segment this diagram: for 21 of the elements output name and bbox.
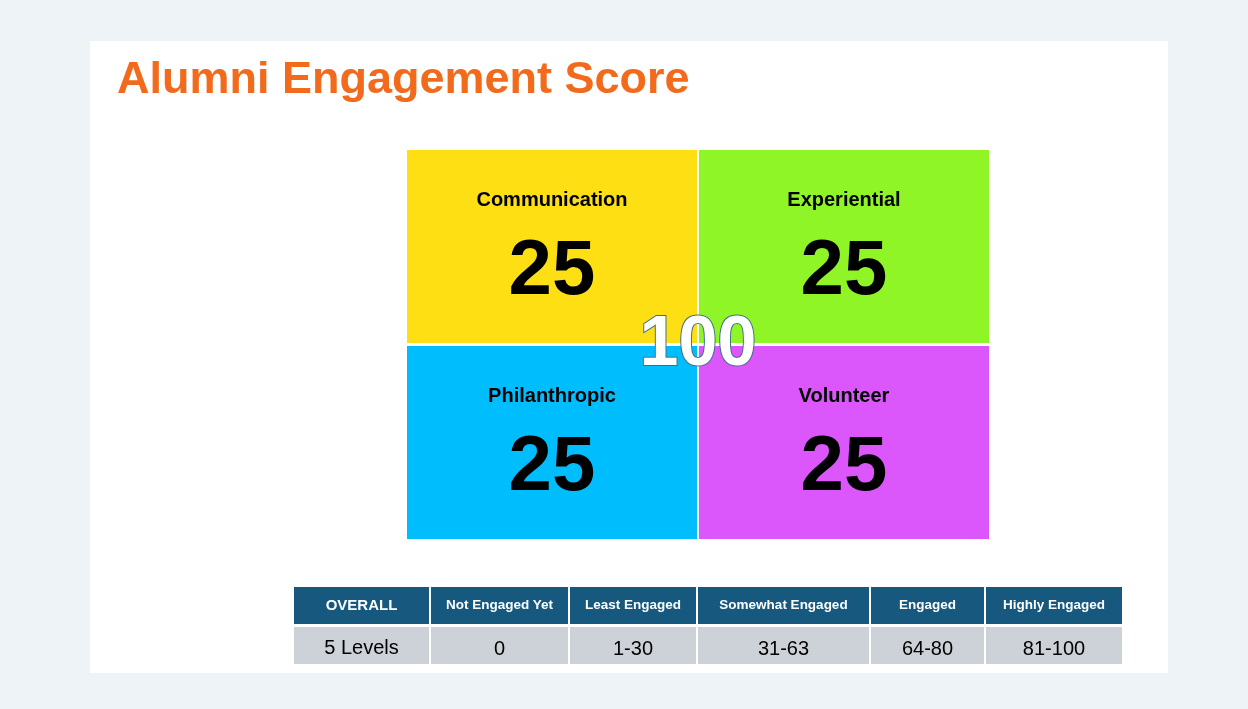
table-header-cell: Not Engaged Yet [431, 587, 568, 624]
table-cell: 31-63 [698, 627, 869, 664]
table-header-cell: OVERALL [294, 587, 429, 624]
category-score: 25 [508, 424, 596, 502]
table-cell: 81-100 [986, 627, 1122, 664]
table-header-cell: Highly Engaged [986, 587, 1122, 624]
table-cell: 1-30 [570, 627, 696, 664]
table-header-cell: Least Engaged [570, 587, 696, 624]
category-score: 25 [800, 424, 888, 502]
category-heading: Communication [476, 187, 628, 212]
category-heading: Volunteer [798, 383, 890, 408]
table-cell: 5 Levels [294, 627, 429, 664]
category-score: 25 [800, 228, 888, 306]
category-heading: Philanthropic [488, 383, 616, 408]
title: Alumni Engagement Score [117, 51, 690, 105]
category-heading: Experiential [787, 187, 901, 212]
table-cell: 64-80 [871, 627, 984, 664]
category-score: 25 [508, 228, 596, 306]
table-header-cell: Engaged [871, 587, 984, 624]
table-header-cell: Somewhat Engaged [698, 587, 869, 624]
table-cell: 0 [431, 627, 568, 664]
